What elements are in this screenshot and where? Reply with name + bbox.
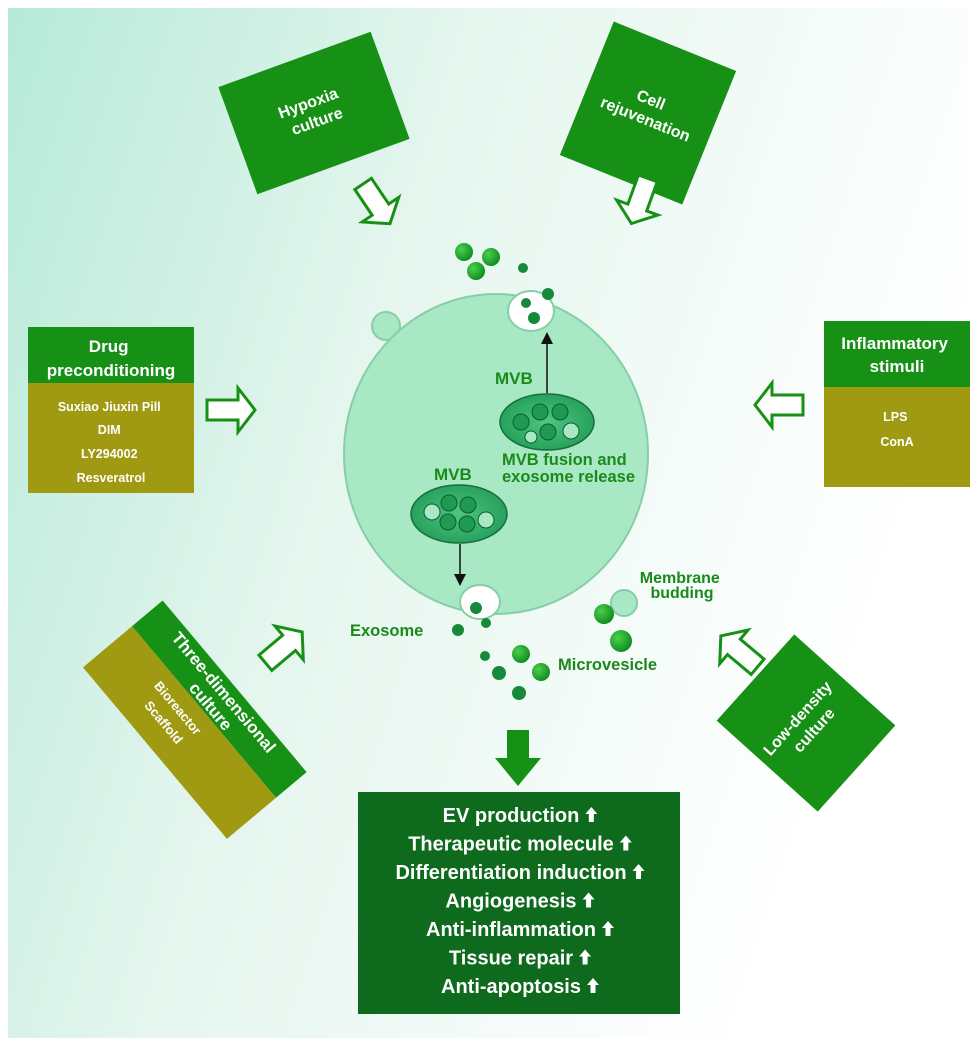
inflammatory-stimuli-box: Inflammatory stimuli LPS ConA bbox=[824, 321, 970, 487]
release-pocket-bottom bbox=[459, 584, 501, 620]
up-arrow-icon bbox=[619, 835, 632, 851]
drug-preconditioning-box: Drug preconditioning Suxiao Jiuxin Pill … bbox=[28, 327, 194, 493]
cell bbox=[343, 290, 649, 620]
fusion-label: MVB fusion and exosome release bbox=[502, 451, 635, 486]
outcome-item: Angiogenesis bbox=[445, 891, 595, 913]
up-arrow-icon bbox=[585, 807, 598, 822]
outcome-label: EV production bbox=[443, 805, 580, 827]
microvesicles bbox=[512, 604, 632, 681]
outcome-label: Anti-apoptosis bbox=[441, 976, 581, 998]
three-dimensional-culture-box: Three-dimensional culture Bioreactor Sca… bbox=[82, 600, 307, 839]
outcome-item: EV production bbox=[443, 805, 598, 827]
solid-down-arrow-icon bbox=[495, 730, 541, 786]
mvb-label-left: MVB bbox=[434, 465, 472, 484]
svg-text:Inflammatory stimuli: Inflammatory stimuli bbox=[841, 334, 952, 376]
outcome-label: Angiogenesis bbox=[445, 891, 576, 913]
up-arrow-icon bbox=[579, 949, 592, 965]
cell-rejuvenation-box: Cell rejuvenation bbox=[559, 21, 737, 205]
inflammatory-list: LPS ConA bbox=[880, 410, 913, 449]
drug-list: Suxiao Jiuxin Pill DIM LY294002 Resverat… bbox=[58, 400, 164, 485]
outcome-label: Anti-inflammation bbox=[426, 919, 596, 941]
outcome-item: Tissue repair bbox=[449, 948, 592, 970]
outcome-label: Differentiation induction bbox=[395, 862, 626, 884]
low-density-culture-box: Low-density culture bbox=[716, 634, 896, 812]
mvb-label-top: MVB bbox=[495, 369, 533, 388]
outcome-item: Differentiation induction bbox=[395, 862, 645, 884]
up-arrow-icon bbox=[582, 892, 595, 908]
outcome-item: Anti-inflammation bbox=[426, 919, 614, 941]
up-arrow-icon bbox=[587, 978, 599, 993]
svg-text:Drug preconditioning: Drug preconditioning bbox=[47, 337, 175, 380]
budding-label: Membrane budding bbox=[640, 570, 724, 602]
mvb-body-left bbox=[410, 484, 508, 544]
up-arrow-icon bbox=[632, 864, 645, 879]
exosome-label: Exosome bbox=[350, 622, 423, 640]
mvb-body-top bbox=[499, 393, 595, 451]
outcome-label: Therapeutic molecule bbox=[408, 834, 614, 856]
up-arrow-icon bbox=[602, 921, 614, 936]
hypoxia-culture-box: Hypoxia culture bbox=[218, 31, 410, 195]
release-pocket-top bbox=[507, 290, 555, 332]
exosome-vesicles bbox=[452, 243, 554, 700]
microvesicle-label: Microvesicle bbox=[558, 656, 657, 674]
outcome-item: Anti-apoptosis bbox=[441, 976, 599, 998]
outcome-label: Tissue repair bbox=[449, 948, 573, 970]
outcome-item: Therapeutic molecule bbox=[408, 834, 632, 856]
